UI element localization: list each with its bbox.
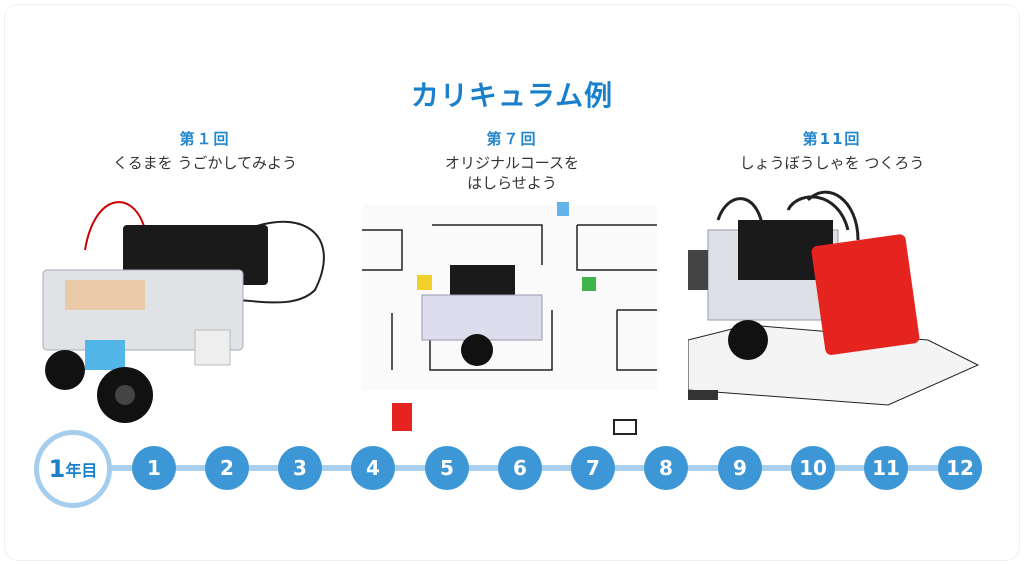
robot-car-photo xyxy=(42,201,325,423)
timeline-step: 2 xyxy=(205,446,249,490)
lesson-step: 第７回 xyxy=(486,130,538,148)
lesson-desc: しょうぼうしゃを つくろう xyxy=(739,154,925,172)
timeline-step: 6 xyxy=(498,446,542,490)
lesson-1: 第１回 くるまを うごかしてみよう xyxy=(55,128,355,173)
lesson-11: 第11回 しょうぼうしゃを つくろう xyxy=(682,128,982,173)
lesson-desc: オリジナルコースをはしらせよう xyxy=(362,153,662,193)
timeline-step: 5 xyxy=(425,446,469,490)
fire-truck-photo xyxy=(688,190,980,406)
timeline-step: 11 xyxy=(864,446,908,490)
timeline-step: 7 xyxy=(571,446,615,490)
year-number: 1 xyxy=(48,455,66,483)
timeline-step: 1 xyxy=(132,446,176,490)
timeline-step: 9 xyxy=(718,446,762,490)
year-suffix: 年目 xyxy=(65,461,98,480)
page-frame xyxy=(4,4,1020,561)
section-title: カリキュラム例 xyxy=(410,79,614,112)
lesson-7: 第７回 オリジナルコースをはしらせよう xyxy=(362,128,662,193)
timeline-step: 10 xyxy=(791,446,835,490)
timeline-step: 12 xyxy=(938,446,982,490)
timeline-step: 8 xyxy=(644,446,688,490)
lesson-desc: くるまを うごかしてみよう xyxy=(112,154,298,172)
timeline-step: 3 xyxy=(278,446,322,490)
lesson-desc-line: オリジナルコースを xyxy=(445,154,579,172)
lesson-desc-line: はしらせよう xyxy=(467,174,557,192)
course-photo xyxy=(362,202,657,435)
timeline-step: 4 xyxy=(351,446,395,490)
lesson-step: 第１回 xyxy=(179,130,231,148)
lesson-step: 第11回 xyxy=(802,130,862,148)
